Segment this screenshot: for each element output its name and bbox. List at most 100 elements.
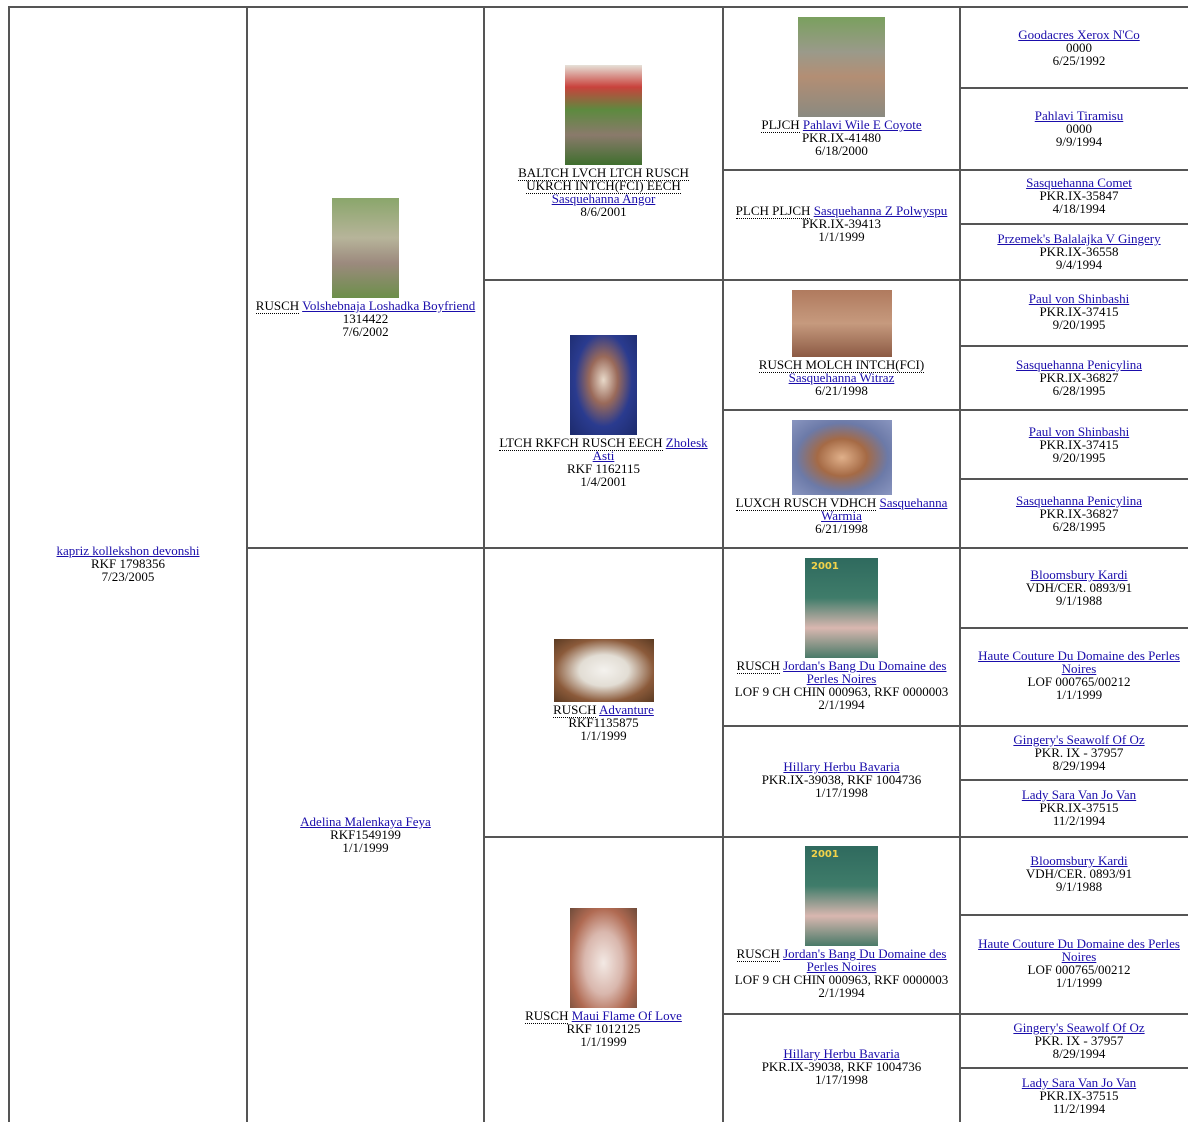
ancestor-cell: Sasquehanna Penicylina PKR.IX-36827 6/28… [961,494,1188,533]
row-divider [722,169,1188,171]
ancestor-cell: Sasquehanna Penicylina PKR.IX-36827 6/28… [961,358,1188,397]
dog-name-link[interactable]: Lady Sara Van Jo Van [1021,787,1137,802]
dog-name-link[interactable]: Gingery's Seawolf Of Oz [1013,1020,1145,1035]
dog-photo[interactable] [570,335,637,435]
dog-name-link[interactable]: Haute Couture Du Domaine des Perles Noir… [978,936,1180,964]
dog-date: 6/21/1998 [815,383,868,398]
dog-date: 1/4/2001 [580,474,627,489]
dog-name-link[interactable]: Adelina Malenkaya Feya [300,814,431,829]
dog-reg: LOF 000765/00212 [1027,962,1131,977]
dog-reg: 1314422 [342,311,389,326]
dog-name-link[interactable]: Sasquehanna Witraz [788,370,895,385]
dog-reg: RKF1135875 [568,715,639,730]
dog-name-link[interactable]: Sasquehanna Penicylina [1016,357,1142,372]
dog-photo[interactable] [791,420,892,495]
ancestor-cell: Pahlavi Tiramisu 0000 9/9/1994 [961,109,1188,148]
sire-cell: RUSCH Volshebnaja Loshadka Boyfriend 131… [248,198,483,338]
great-grandparent-cell: 2001 RUSCH Jordan's Bang Du Domaine des … [724,846,959,999]
pedigree-border-1 [246,6,248,1122]
dog-reg: PKR.IX-37515 [1039,1088,1119,1103]
ancestor-cell: Lady Sara Van Jo Van PKR.IX-37515 11/2/1… [961,1076,1188,1115]
dog-name-link[interactable]: Advanture [599,702,654,717]
title-abbr: RUSCH [553,702,597,718]
dog-name-link[interactable]: Paul von Shinbashi [1028,424,1130,439]
great-grandparent-cell: PLCH PLJCH Sasquehanna Z Polwyspu PKR.IX… [724,203,959,243]
dog-name-link[interactable]: Goodacres Xerox N'Co [1018,27,1140,42]
dog-name-link[interactable]: Pahlavi Tiramisu [1034,108,1124,123]
dog-name-link[interactable]: Bloomsbury Kardi [1030,853,1128,868]
dog-reg: RKF 1162115 [566,461,641,476]
dog-photo[interactable] [332,198,399,298]
dog-photo[interactable] [570,908,637,1008]
pedigree-border-left [8,6,10,1122]
dog-name-link[interactable]: Sasquehanna Angor [551,191,656,206]
dog-date: 2/1/1994 [818,697,865,712]
pedigree-border-top [8,6,1188,8]
dog-reg: 0000 [1066,40,1092,55]
dog-name-link[interactable]: Sasquehanna Warmia [821,495,948,523]
dog-reg: PKR.IX-37415 [1039,304,1119,319]
dog-date: 9/20/1995 [1052,450,1106,465]
dog-name-link[interactable]: Hillary Herbu Bavaria [783,1046,900,1061]
dog-date: 1/1/1999 [580,728,627,743]
ancestor-cell: Haute Couture Du Domaine des Perles Noir… [961,937,1188,989]
dog-photo[interactable]: 2001 [805,846,878,946]
dog-photo[interactable] [565,65,642,165]
dog-date: 9/9/1994 [1055,134,1103,149]
ancestor-cell: Goodacres Xerox N'Co 0000 6/25/1992 [961,28,1188,67]
title-abbr: BALTCH LVCH LTCH RUSCH UKRCH INTCH(FCI) … [518,165,689,194]
dog-name-link[interactable]: Jordan's Bang Du Domaine des Perles Noir… [783,946,947,974]
dog-name-link[interactable]: Paul von Shinbashi [1028,291,1130,306]
ancestor-cell: Gingery's Seawolf Of Oz PKR. IX - 37957 … [961,1021,1188,1060]
row-divider [722,409,1188,411]
dog-photo[interactable]: 2001 [805,558,878,658]
dog-name-link[interactable]: Sasquehanna Comet [1026,175,1132,190]
dog-date: 9/20/1995 [1052,317,1106,332]
title-abbr: RUSCH [255,298,300,314]
dam-cell: Adelina Malenkaya Feya RKF1549199 1/1/19… [248,815,483,854]
dog-name-link[interactable]: Haute Couture Du Domaine des Perles Noir… [978,648,1180,676]
row-divider [483,279,1188,281]
row-divider [959,87,1188,89]
pedigree-border-3 [722,6,724,1122]
dog-date: 11/2/1994 [1052,1101,1106,1116]
dog-name-link[interactable]: Volshebnaja Loshadka Boyfriend [302,298,476,313]
dog-date: 6/28/1995 [1052,383,1106,398]
dog-reg: PKR.IX-39038, RKF 1004736 [761,772,922,787]
row-divider [959,478,1188,480]
dog-name-link[interactable]: Zholesk Asti [592,435,708,463]
dog-name-link[interactable]: Sasquehanna Z Polwyspu [813,203,948,218]
dog-reg: PKR.IX-36827 [1039,370,1119,385]
dog-photo[interactable] [553,639,654,702]
dog-date: 2/1/1994 [818,985,865,1000]
dog-name-link[interactable]: Lady Sara Van Jo Van [1021,1075,1137,1090]
row-divider [959,345,1188,347]
dog-date: 6/18/2000 [815,143,868,158]
pedigree-border-4 [959,6,961,1122]
great-grandparent-cell: RUSCH MOLCH INTCH(FCI) Sasquehanna Witra… [724,290,959,397]
dog-photo[interactable] [791,290,892,357]
dog-name-link[interactable]: Gingery's Seawolf Of Oz [1013,732,1145,747]
ancestor-cell: Przemek's Balalajka V Gingery PKR.IX-365… [961,232,1188,271]
great-grandparent-cell: LUXCH RUSCH VDHCH Sasquehanna Warmia 6/2… [724,420,959,535]
dog-reg: RKF 1012125 [566,1021,641,1036]
dog-reg: PKR. IX - 37957 [1034,745,1124,760]
dog-name-link[interactable]: Jordan's Bang Du Domaine des Perles Noir… [783,658,947,686]
title-abbr: PLJCH [761,117,800,133]
dog-name-link[interactable]: Bloomsbury Kardi [1030,567,1128,582]
dog-date: 6/28/1995 [1052,519,1106,534]
dog-photo[interactable] [798,17,885,117]
subject-dog-name-link[interactable]: kapriz kollekshon devonshi [56,543,200,558]
grandparent-cell: RUSCH Advanture RKF1135875 1/1/1999 [485,639,722,742]
dog-date: 1/1/1999 [580,1034,627,1049]
dog-name-link[interactable]: Pahlavi Wile E Coyote [802,117,922,132]
dog-name-link[interactable]: Maui Flame Of Love [571,1008,682,1023]
dog-name-link[interactable]: Hillary Herbu Bavaria [783,759,900,774]
dog-reg: PKR.IX-39413 [801,216,882,231]
ancestor-cell: Gingery's Seawolf Of Oz PKR. IX - 37957 … [961,733,1188,772]
dog-name-link[interactable]: Przemek's Balalajka V Gingery [997,231,1161,246]
row-divider [959,627,1188,629]
dog-reg: PKR.IX-35847 [1039,188,1119,203]
dog-date: 6/25/1992 [1052,53,1106,68]
dog-name-link[interactable]: Sasquehanna Penicylina [1016,493,1142,508]
